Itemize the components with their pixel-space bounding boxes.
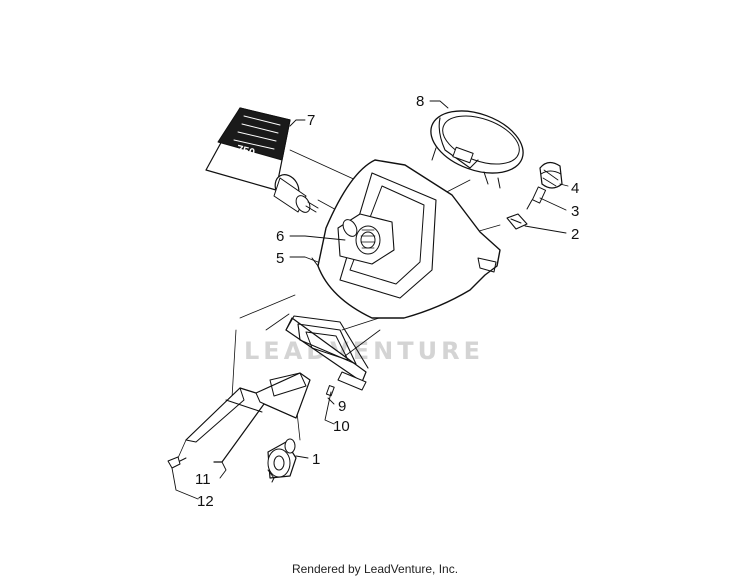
callout-4: 4	[571, 180, 579, 197]
callout-10: 10	[333, 418, 350, 435]
part-3-pin	[527, 187, 546, 209]
callout-12: 12	[197, 493, 214, 510]
part-6-switch	[338, 214, 394, 264]
part-10-screw	[326, 386, 334, 396]
watermark-text: LEADVENTURE	[244, 337, 484, 365]
part-1-knob	[268, 439, 296, 482]
part-8-gauge	[422, 99, 531, 188]
part-2-clip	[507, 214, 527, 229]
part-7-decal: 750	[206, 108, 290, 190]
callout-2: 2	[571, 226, 579, 243]
part-4-cap	[540, 162, 562, 188]
callout-11: 11	[195, 471, 211, 488]
callout-9: 9	[338, 398, 346, 415]
callout-1: 1	[312, 451, 320, 468]
leadventure-watermark: LEADVENTURE	[244, 270, 484, 365]
callout-5: 5	[276, 250, 284, 267]
callout-7: 7	[307, 112, 315, 129]
callout-6: 6	[276, 228, 284, 245]
callout-labels: 1 2 3 4 5 6 7 8 9 10 11 12	[195, 93, 579, 510]
accessory-outlet	[270, 170, 318, 214]
footer-credit: Rendered by LeadVenture, Inc.	[291, 562, 459, 576]
leader-lines	[171, 100, 569, 500]
callout-3: 3	[571, 203, 579, 220]
decal-logo-text: 750	[235, 143, 256, 159]
callout-8: 8	[416, 93, 424, 110]
part-12-rivet	[168, 457, 186, 468]
part-11-bracket	[186, 373, 310, 462]
part-9-bezel	[286, 316, 368, 390]
